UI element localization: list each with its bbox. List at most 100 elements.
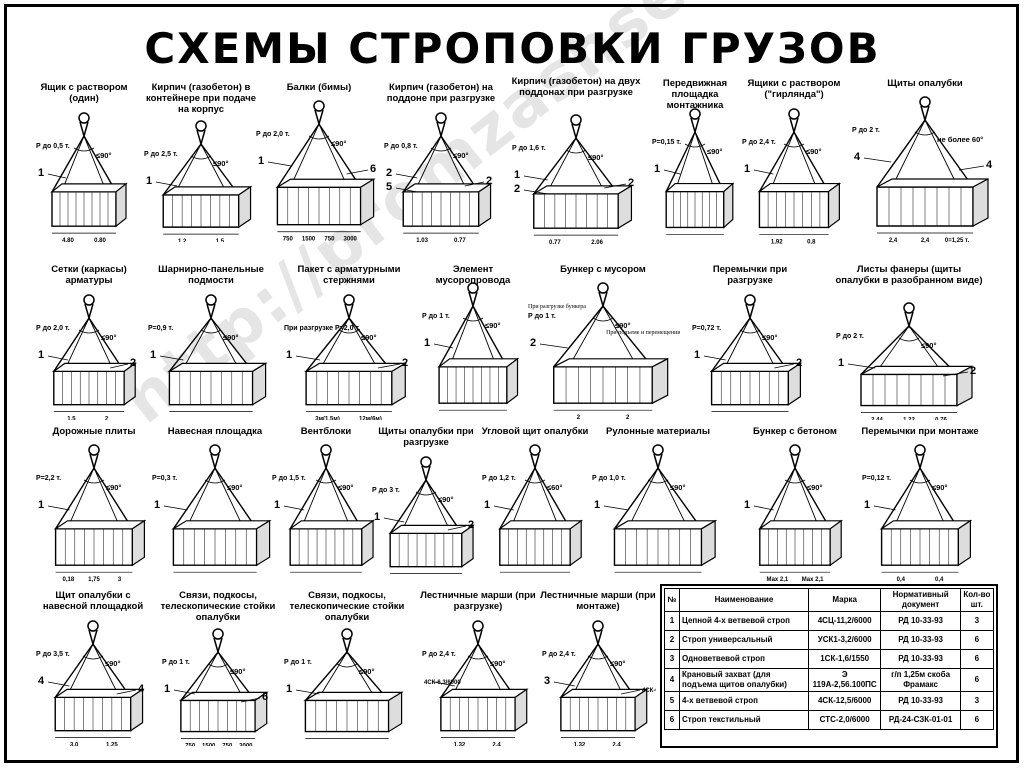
crane-hook-icon (209, 444, 221, 456)
callout-leader (241, 697, 261, 703)
callout-leader (295, 689, 320, 695)
diagram-title: Ящики с раствором ("гирлянда") (747, 78, 841, 100)
sling-angle-label: не более 60° (937, 135, 983, 144)
sling-leg (630, 467, 659, 524)
legend-num: 6 (664, 710, 680, 730)
callout-leader (47, 681, 70, 687)
sling-leg (657, 467, 703, 530)
load-side-face (387, 691, 403, 733)
sling-leg (83, 135, 105, 187)
sling-leg (454, 643, 479, 692)
hook-ring-icon (598, 291, 608, 309)
sling-leg (860, 325, 910, 375)
sling-leg (602, 305, 635, 362)
crane-hook-icon (689, 108, 701, 120)
callout-leader (942, 371, 969, 377)
legend-header-name: Наименование (679, 588, 809, 612)
load-top-face (51, 362, 138, 372)
sling-number-label: 1 (38, 349, 44, 361)
dimension-value: 3м(1,5м) (315, 417, 340, 420)
sling-number-label: 6 (370, 163, 376, 175)
load-side-face (115, 182, 127, 228)
legend-num: 4 (664, 668, 680, 692)
legend-header-doc: Нормативный документ (880, 588, 961, 612)
hook-ring-icon (206, 303, 216, 321)
legend-header-mark: Марка (807, 588, 882, 612)
sling-leg (794, 467, 831, 530)
load-weight-label: Р до 2,4 т. (542, 651, 576, 658)
sling-angle-label: ≤90° (921, 341, 936, 350)
diagram-drawing: Р до 2,5 т.≤90°11,21,5 (144, 120, 253, 242)
sling-leg (53, 317, 90, 372)
hook-ring-icon (690, 117, 700, 135)
dimension-value: 1,25 (106, 743, 118, 746)
callout-leader (493, 505, 514, 511)
load-weight-label: Р до 3,5 т. (36, 651, 70, 658)
load-side-face (238, 185, 252, 229)
sling-number-label: 1 (146, 175, 152, 187)
load-top-face (50, 183, 128, 193)
callout-leader (395, 173, 418, 179)
dimension-value: 2,4 (889, 238, 898, 244)
sling-leg (402, 135, 442, 193)
load-top-face (53, 688, 145, 698)
load-top-face (612, 520, 718, 530)
sling-number-label: 1 (274, 499, 280, 511)
dimension-value: 750 (283, 237, 294, 242)
load-weight-label: Р до 1 т. (284, 659, 312, 666)
sling-angle-label: ≤90° (230, 667, 245, 676)
sling-angle-label: ≤90° (588, 153, 603, 162)
sling-leg (602, 305, 653, 368)
load-top-face (53, 520, 147, 530)
sling-leg (389, 479, 427, 534)
sling-leg (749, 317, 789, 372)
load-side-face (131, 519, 146, 567)
angle-arc (739, 329, 761, 334)
sling-number-label: 1 (38, 499, 44, 511)
sling-angle-label: ≤60° (547, 483, 562, 492)
load-side-face (251, 362, 267, 406)
callout-leader (377, 363, 401, 369)
legend-qty: 6 (959, 710, 995, 730)
sling-leg (597, 643, 636, 698)
sling-number-label: 1 (838, 357, 844, 369)
sling-leg (472, 305, 508, 368)
sling-leg (304, 651, 348, 701)
sling-leg (276, 123, 320, 188)
load-side-face (829, 519, 842, 567)
sling-number-label: 4СК-6,3/6000 (424, 680, 461, 686)
callout-leader (283, 505, 305, 511)
sling-leg (172, 467, 216, 530)
sling-leg (289, 467, 327, 530)
load-weight-label: Р до 2,0 т. (36, 325, 70, 332)
load-weight-label: Р=0,15 т. (652, 139, 681, 146)
load-weight-label: При разгрузке Р=2,0 т. (284, 325, 360, 332)
dimension-value: 2,4 (492, 743, 501, 746)
hook-ring-icon (571, 123, 581, 141)
angle-arc (462, 317, 484, 322)
diagram-drawing: Р до 2 т.≤90°122,441,220,76 (836, 302, 976, 420)
legend-doc: РД 10-33-93 (880, 630, 961, 650)
sling-leg (214, 467, 258, 530)
dimension-value: 3000 (344, 237, 358, 242)
load-side-face (617, 184, 633, 230)
load-weight-label: Р до 1 т. (162, 659, 190, 666)
load-weight-label: Р до 1,0 т. (592, 475, 626, 482)
diagram-title: Связи, подкосы, телескопические стойки о… (289, 590, 405, 623)
diagram-title: Связи, подкосы, телескопические стойки о… (160, 590, 276, 623)
angle-arc (78, 329, 100, 334)
load-side-face (787, 362, 802, 406)
sling-number-label: 2 (970, 365, 976, 377)
legend-doc: РД 10-33-93 (880, 611, 961, 631)
dimension-value: 2,4 (612, 743, 621, 746)
load-top-face (167, 362, 268, 372)
sling-leg (54, 643, 94, 698)
callout-leader (753, 505, 774, 511)
hook-ring-icon (904, 311, 914, 329)
page-title: СХЕМЫ СТРОПОВКИ ГРУЗОВ (144, 24, 881, 73)
sling-angle-label: ≤90° (338, 483, 353, 492)
